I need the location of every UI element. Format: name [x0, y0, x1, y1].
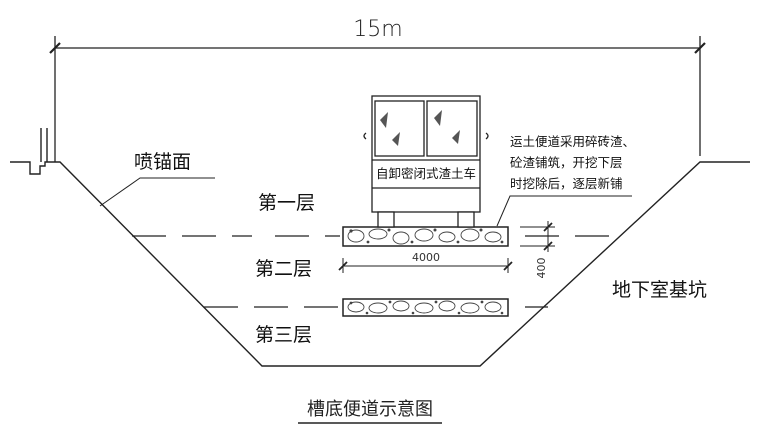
layer-lines [132, 235, 620, 308]
slope-face-label: 喷锚面 [134, 151, 191, 173]
layer-2-label: 第二层 [255, 258, 312, 280]
pit-label: 地下室基坑 [612, 279, 707, 301]
width-dimension [338, 258, 513, 273]
height-dimension-label: 400 [535, 258, 548, 279]
span-dimension [49, 36, 706, 162]
slope-face-leader [99, 177, 215, 207]
width-dimension-label: 4000 [412, 251, 440, 264]
construction-note: 运土便道采用碎砖渣、 砼渣铺筑，开挖下层 时挖除后，逐层新铺 [496, 134, 635, 227]
note-line-2: 砼渣铺筑，开挖下层 [510, 155, 623, 170]
height-dimension [520, 221, 555, 252]
haul-road-upper [342, 226, 509, 247]
note-line-1: 运土便道采用碎砖渣、 [510, 134, 635, 149]
note-line-3: 时挖除后，逐层新铺 [510, 176, 623, 191]
haul-road-lower [342, 298, 509, 317]
layer-3-label: 第三层 [255, 324, 312, 346]
span-dimension-label: 15m [353, 17, 402, 42]
layer-1-label: 第一层 [258, 192, 315, 214]
diagram-caption: 槽底便道示意图 [307, 399, 433, 420]
pit-outline [10, 128, 750, 367]
dump-truck [363, 95, 489, 228]
truck-label: 自卸密闭式渣土车 [376, 166, 476, 181]
